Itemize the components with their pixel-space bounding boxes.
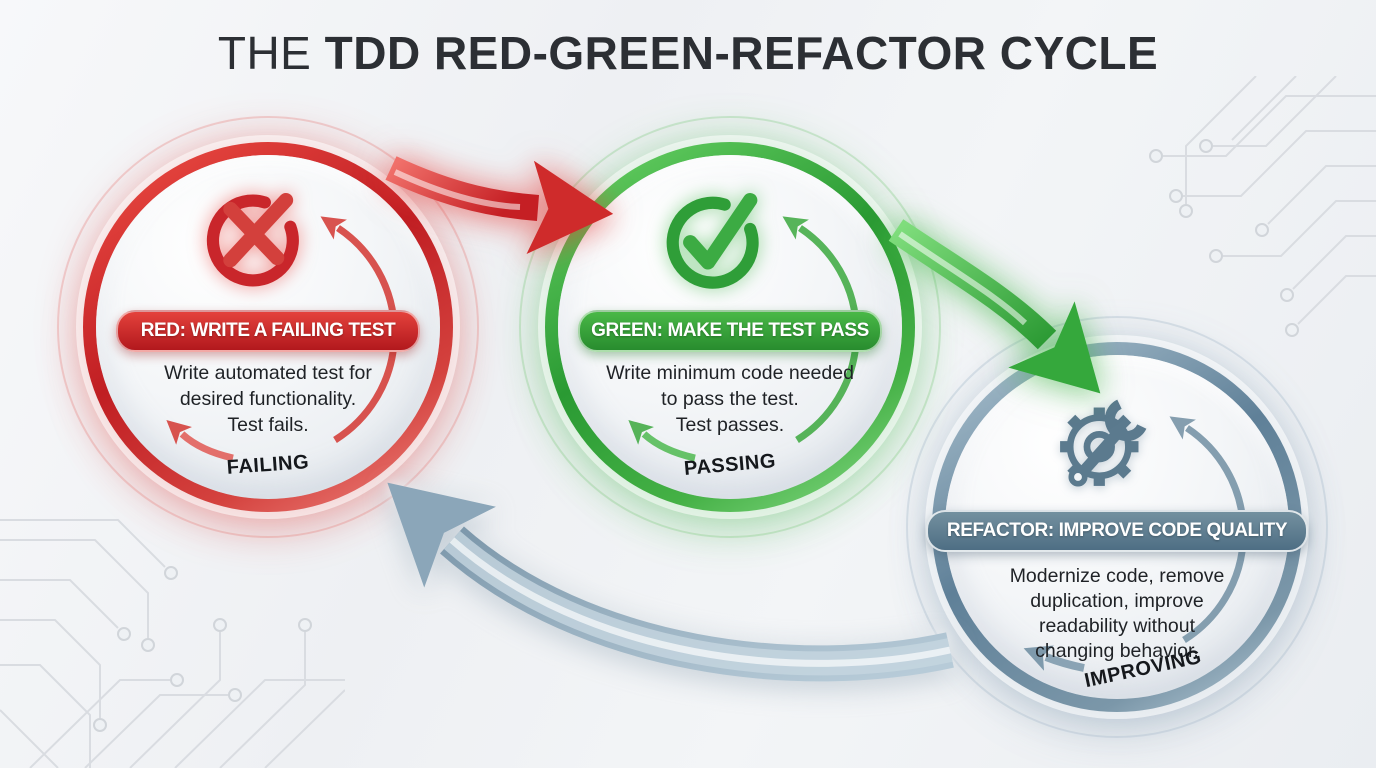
stage-green-description: Write minimum code needed to pass the te… <box>606 362 854 436</box>
circuit-pattern-top-right <box>1149 76 1376 337</box>
arrow-green-to-refactor <box>888 219 1101 394</box>
title-prefix: THE <box>217 27 312 79</box>
check-circle-icon <box>666 192 759 289</box>
circuit-pattern-bottom-left <box>0 519 345 768</box>
stage-red-circle: RED: WRITE A FAILING TEST Write automate… <box>57 116 479 538</box>
stage-refactor-banner: REFACTOR: IMPROVE CODE QUALITY <box>926 510 1308 552</box>
stage-refactor-description: Modernize code, remove duplication, impr… <box>1009 565 1225 662</box>
stage-red-description: Write automated test for desired functio… <box>164 362 372 436</box>
arrow-red-to-green <box>385 156 614 255</box>
stage-green-circle: GREEN: MAKE THE TEST PASS Write minimum … <box>519 116 941 538</box>
arrow-refactor-to-red <box>387 482 954 682</box>
gear-wrench-icon <box>1060 399 1147 487</box>
stage-red-banner: RED: WRITE A FAILING TEST <box>116 310 420 352</box>
title-main: TDD RED-GREEN-REFACTOR CYCLE <box>324 27 1159 79</box>
x-circle-icon <box>206 192 299 287</box>
stage-refactor-circle: REFACTOR: IMPROVE CODE QUALITY Modernize… <box>906 316 1328 738</box>
page-title: THE TDD RED-GREEN-REFACTOR CYCLE <box>0 26 1376 80</box>
stage-green-banner: GREEN: MAKE THE TEST PASS <box>578 310 882 352</box>
